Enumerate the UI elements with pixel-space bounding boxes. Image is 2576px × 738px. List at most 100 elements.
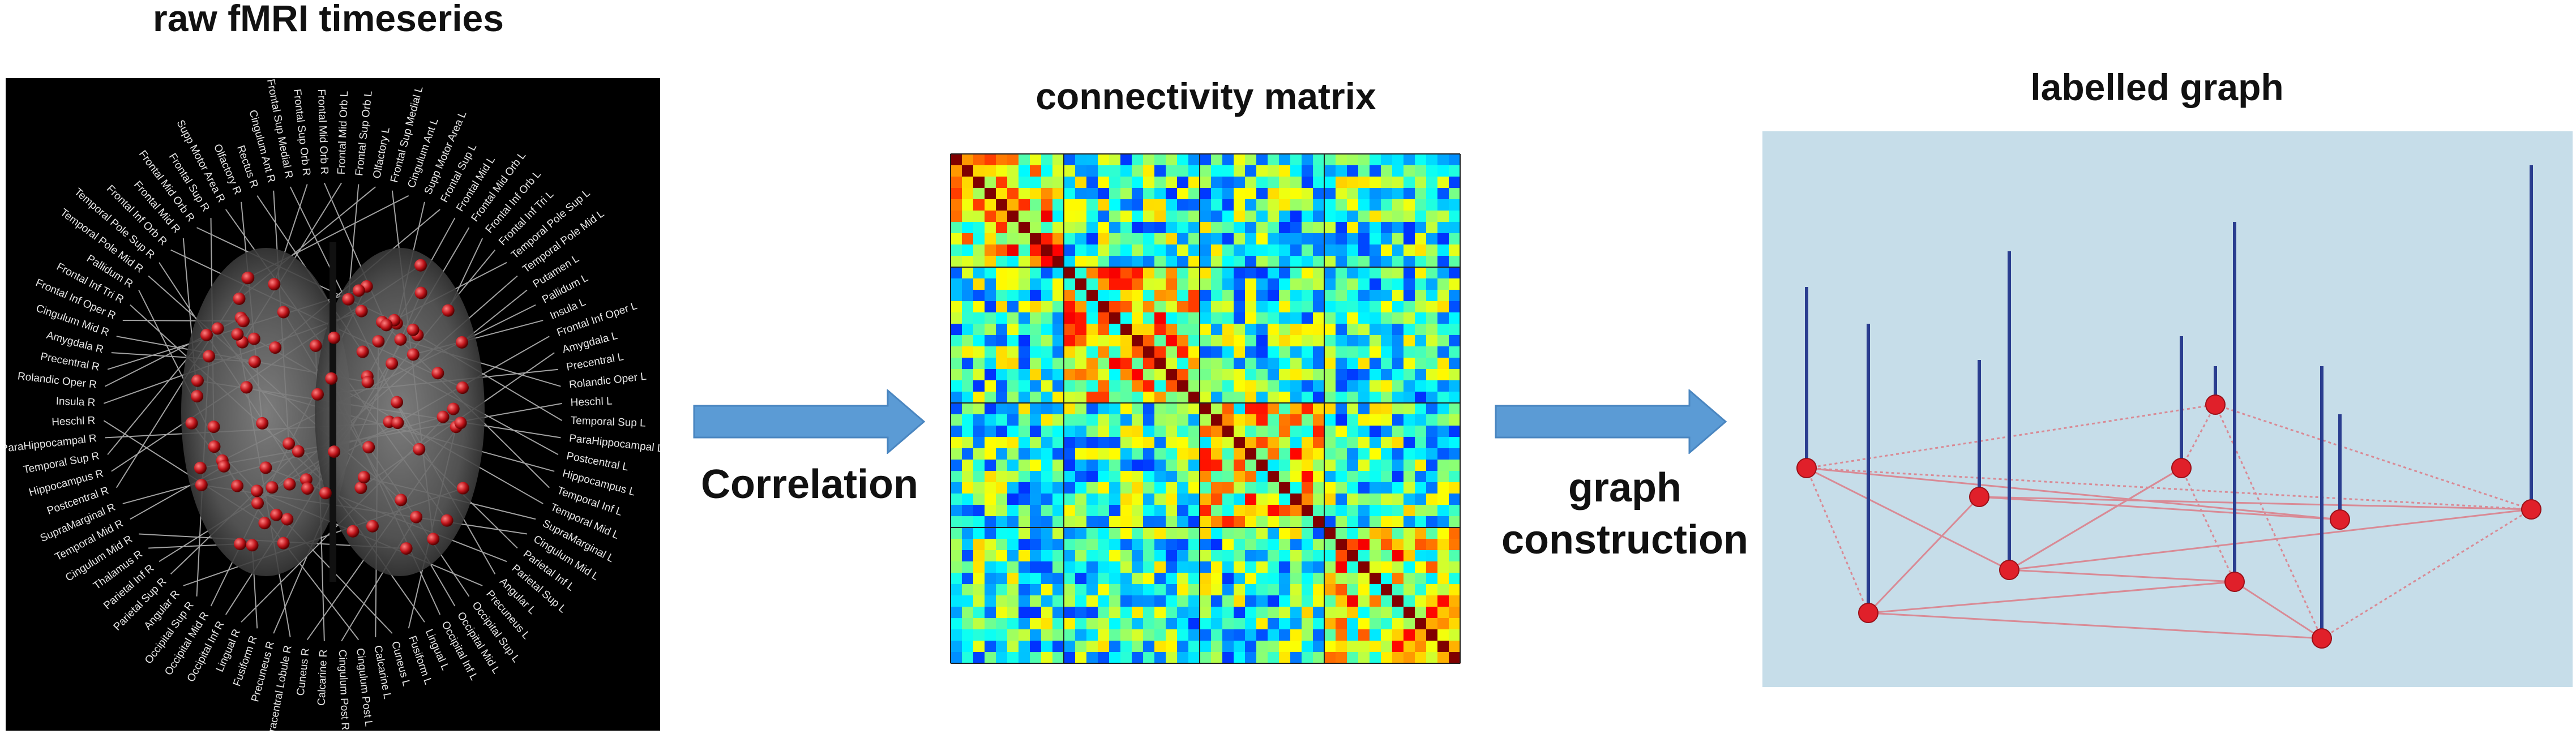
matrix-cell [1211,618,1223,630]
matrix-cell [1370,335,1381,347]
matrix-cell [1313,471,1325,483]
matrix-cell [1166,301,1178,313]
matrix-cell [1019,154,1030,166]
matrix-cell [1426,301,1438,313]
matrix-cell [1120,505,1132,517]
matrix-cell [1256,482,1268,494]
graph-panel-title: labelled graph [2030,66,2284,108]
matrix-cell [951,618,962,630]
graph-edge [2180,404,2216,469]
matrix-cell [1098,607,1110,619]
matrix-cell [1403,346,1415,358]
matrix-cell [1449,426,1461,437]
matrix-cell [951,199,962,211]
matrix-cell [985,607,996,619]
matrix-cell [1290,380,1302,392]
matrix-cell [1392,505,1404,517]
matrix-cell [1279,233,1291,245]
matrix-cell [1358,154,1370,166]
matrix-cell [1075,199,1087,211]
matrix-cell [1347,482,1359,494]
matrix-cell [1290,403,1302,415]
matrix-cell [1007,607,1019,619]
matrix-cell [1392,256,1404,268]
matrix-cell [1075,380,1087,392]
matrix-cell [1245,494,1257,505]
matrix-cell [1120,222,1132,234]
matrix-cell [1370,233,1381,245]
matrix-cell [1211,199,1223,211]
brain-node [248,355,261,368]
matrix-cell [1166,211,1178,222]
matrix-cell [1392,335,1404,347]
matrix-cell [1324,471,1336,483]
matrix-cell [1290,629,1302,641]
matrix-cell [1381,618,1393,630]
matrix-cell [1188,301,1200,313]
matrix-cell [1075,448,1087,460]
matrix-cell [1358,516,1370,528]
matrix-cell [1347,584,1359,596]
matrix-cell [1336,652,1347,664]
matrix-cell [1336,527,1347,539]
region-label: Frontal Sup Orb R [291,88,313,177]
matrix-cell [1234,471,1246,483]
matrix-cell [1437,414,1449,426]
matrix-cell [1030,426,1042,437]
matrix-cell [1381,324,1393,336]
matrix-cell [1358,211,1370,222]
matrix-cell [1177,539,1189,551]
matrix-cell [1098,414,1110,426]
matrix-cell [996,618,1008,630]
matrix-cell [1143,244,1155,256]
matrix-cell [951,414,962,426]
matrix-cell [1200,595,1212,607]
matrix-cell [1381,652,1393,664]
matrix-cell [1290,222,1302,234]
matrix-cell [1313,527,1325,539]
graph-node [2312,628,2332,649]
matrix-cell [1347,369,1359,381]
matrix-cell [1019,516,1030,528]
matrix-cell [1437,629,1449,641]
matrix-cell [1052,482,1064,494]
matrix-cell [1245,392,1257,404]
matrix-cell [1347,199,1359,211]
matrix-cell [1075,460,1087,471]
matrix-cell [1211,335,1223,347]
matrix-cell [1381,505,1393,517]
matrix-cell [1177,177,1189,188]
matrix-cell [1426,652,1438,664]
matrix-cell [985,346,996,358]
matrix-cell [1222,154,1234,166]
matrix-cell [1381,199,1393,211]
matrix-cell [1177,550,1189,562]
matrix-cell [985,233,996,245]
matrix-cell [1098,584,1110,596]
matrix-cell [1290,527,1302,539]
matrix-cell [1324,211,1336,222]
matrix-cell [1290,448,1302,460]
matrix-cell [1200,471,1212,483]
matrix-cell [1007,414,1019,426]
matrix-cell [1392,312,1404,324]
matrix-cell [1120,539,1132,551]
matrix-cell [1347,539,1359,551]
matrix-cell [1086,516,1098,528]
matrix-cell [1166,369,1178,381]
matrix-cell [1358,629,1370,641]
matrix-cell [1200,244,1212,256]
matrix-cell [1415,199,1427,211]
matrix-cell [1290,426,1302,437]
matrix-cell [1426,607,1438,619]
matrix-cell [996,154,1008,166]
matrix-cell [1313,346,1325,358]
matrix-cell [1086,233,1098,245]
matrix-cell [1449,154,1461,166]
matrix-cell [1143,618,1155,630]
matrix-cell [1370,482,1381,494]
matrix-cell [1109,369,1121,381]
matrix-cell [1245,369,1257,381]
matrix-cell [1007,482,1019,494]
